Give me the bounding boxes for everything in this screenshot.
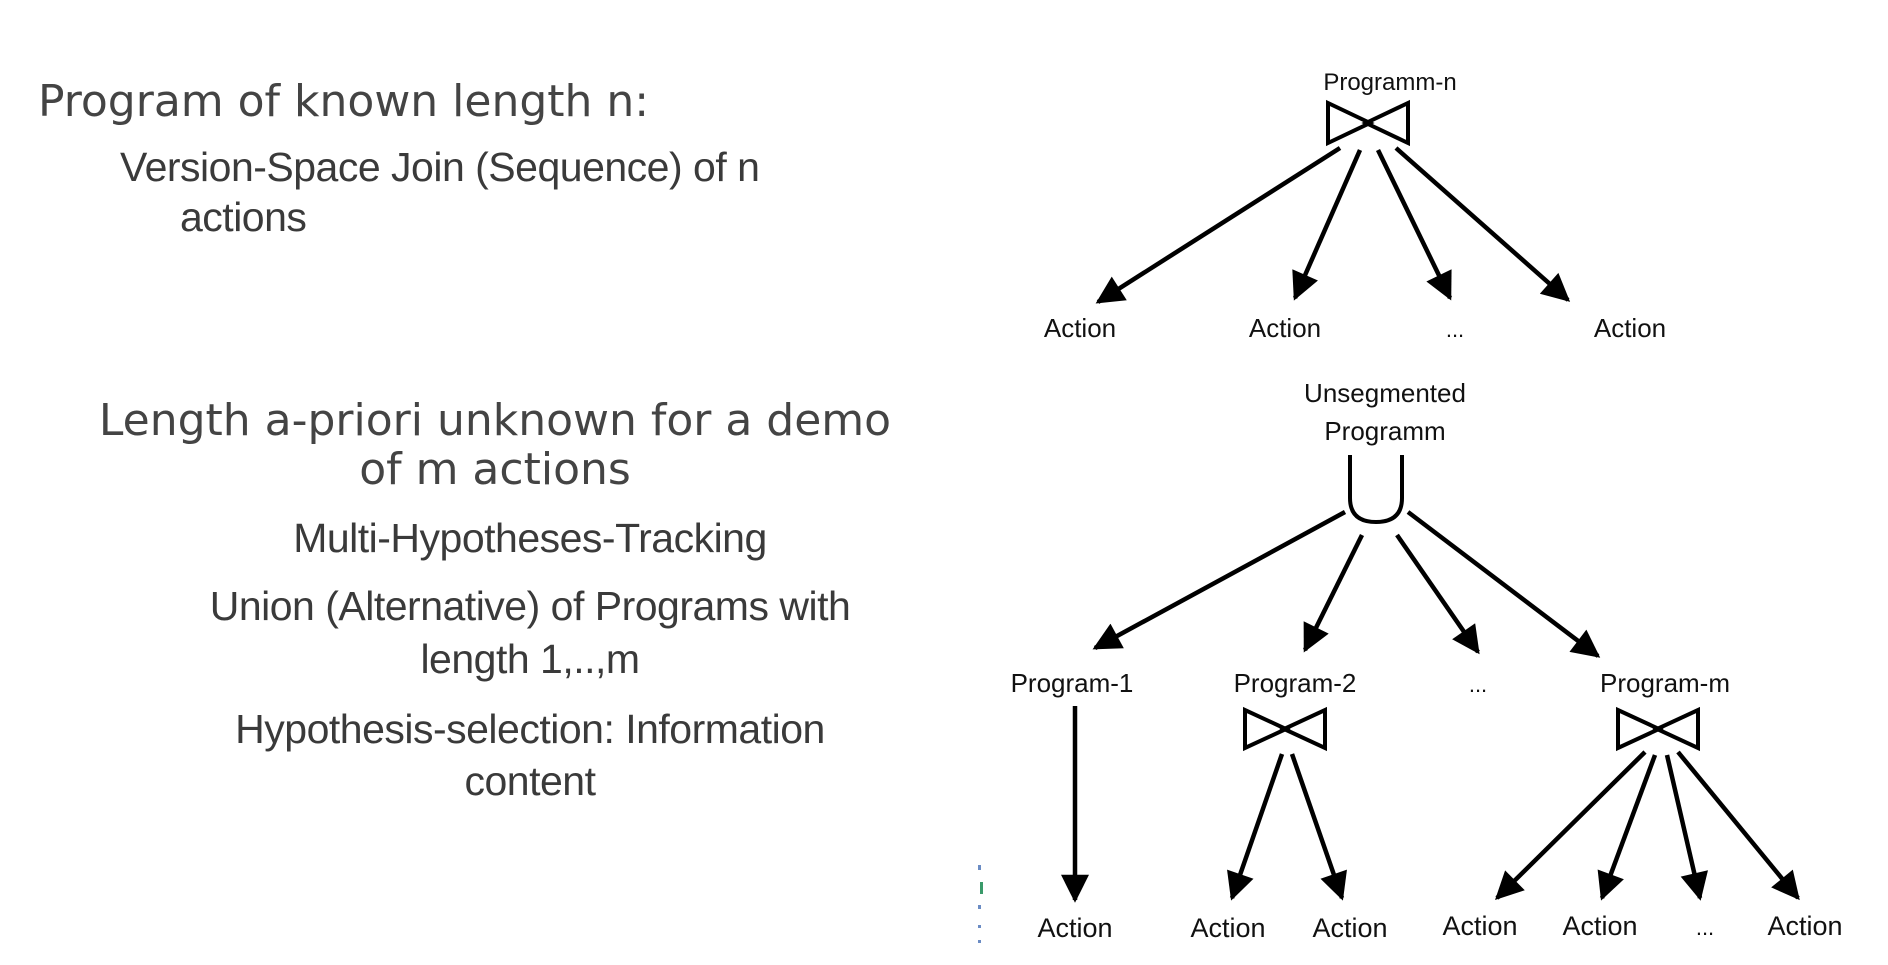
- edge-artifact: [978, 865, 983, 943]
- edge-pm-4: [1676, 750, 1800, 901]
- p2-action-1: Action: [1190, 913, 1265, 943]
- program-ellipsis: ...: [1469, 672, 1487, 697]
- edge-bottom-2: [1302, 534, 1365, 653]
- join-icon: [1243, 706, 1327, 752]
- bullet-hypothesis-line2: content: [464, 758, 597, 804]
- section1-detail-line2: actions: [180, 194, 307, 240]
- union-icon: [1348, 455, 1404, 525]
- edge-bottom-3: [1395, 533, 1480, 655]
- pm-action-2: Action: [1562, 911, 1637, 941]
- edge-bottom-1: [1092, 510, 1347, 650]
- program-m-label: Program-m: [1600, 668, 1730, 698]
- edge-pm-2: [1597, 754, 1658, 901]
- top-child-2: Action: [1249, 313, 1321, 343]
- program-1-label: Program-1: [1011, 668, 1134, 698]
- bullet-multi-hypotheses: Multi-Hypotheses-Tracking: [293, 515, 767, 561]
- pm-action-4: Action: [1767, 911, 1842, 941]
- top-child-3: ...: [1446, 317, 1464, 342]
- top-child-4: Action: [1594, 313, 1666, 343]
- p1-action-1: Action: [1037, 913, 1112, 943]
- edge-top-2: [1292, 149, 1363, 301]
- edge-p2-2: [1289, 753, 1347, 901]
- p2-action-2: Action: [1312, 913, 1387, 943]
- top-child-1: Action: [1044, 313, 1116, 343]
- edge-top-3: [1375, 149, 1453, 301]
- edge-top-1: [1095, 146, 1342, 304]
- edge-pm-3: [1664, 754, 1708, 901]
- join-icon: [1616, 706, 1700, 752]
- bullet-hypothesis-line1: Hypothesis-selection: Information: [235, 706, 825, 752]
- edge-pm-1: [1495, 750, 1647, 900]
- pm-action-1: Action: [1442, 911, 1517, 941]
- edge-p2-1: [1227, 753, 1285, 901]
- bottom-root-label-line2: Programm: [1324, 416, 1445, 446]
- edge-bottom-4: [1406, 510, 1601, 658]
- program-2-label: Program-2: [1234, 668, 1357, 698]
- section1-detail-line1: Version-Space Join (Sequence) of n: [120, 144, 760, 190]
- top-root-label: Programm-n: [1323, 69, 1456, 96]
- join-icon: [1326, 99, 1410, 147]
- edge-top-4: [1394, 146, 1571, 302]
- bullet-union-line1: Union (Alternative) of Programs with: [209, 583, 851, 629]
- section2-heading-line2: of m actions: [359, 444, 631, 495]
- bullet-union-line2: length 1,..,m: [420, 636, 640, 682]
- section2-heading-line1: Length a-priori unknown for a demo: [98, 395, 892, 446]
- pm-action-3: ...: [1696, 915, 1714, 940]
- section1-heading: Program of known length n:: [38, 76, 650, 127]
- bottom-root-label-line1: Unsegmented: [1304, 378, 1466, 408]
